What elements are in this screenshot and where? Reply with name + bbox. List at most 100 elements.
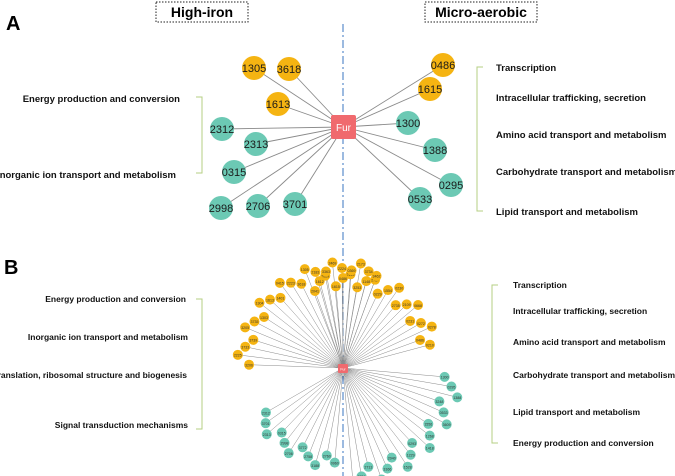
gene-node-circle	[439, 173, 463, 197]
gene-node-label: 3733	[241, 345, 249, 349]
panel-b-right-gene-node: 3609	[441, 419, 452, 430]
panel-b-left-gene-node: 2760	[321, 450, 332, 461]
gene-node-circle	[296, 278, 307, 289]
gene-node-circle	[415, 334, 426, 345]
panel-a-left-gene-node: 1305	[242, 56, 266, 80]
panel-a-edge	[233, 126, 344, 173]
gene-node-label: 2713	[364, 466, 372, 470]
panel-b-left-gene-node: 2173	[355, 258, 366, 269]
gene-node-label: 0210	[426, 343, 434, 347]
panel-a-edge	[343, 126, 421, 200]
panel-a-left-gene-node: 2706	[246, 194, 270, 218]
panel-b-right-gene-node: 0668	[413, 300, 424, 311]
panel-b-right-category: Lipid transport and metabolism	[513, 407, 640, 417]
gene-node-circle	[299, 264, 310, 275]
panel-b-edge	[326, 367, 344, 456]
panel-b-edge	[342, 367, 388, 469]
panel-a-edge	[343, 64, 444, 128]
gene-node-circle	[330, 281, 341, 292]
gene-node-circle	[405, 449, 416, 460]
gene-node-circle	[382, 463, 393, 474]
gene-node-label: 0278	[428, 325, 436, 329]
panel-b-edge	[342, 320, 411, 369]
gene-node-circle	[338, 273, 348, 283]
gene-node-label: 1612	[316, 280, 324, 284]
panel-b-right-gene-node: 1148	[361, 276, 372, 287]
panel-b-edge	[237, 354, 344, 369]
panel-b-right-bracket	[491, 284, 498, 444]
panel-b-right-gene-node: 1556	[423, 418, 434, 429]
panel-a-left-gene-node: 0315	[222, 160, 246, 184]
gene-node-circle	[371, 270, 382, 281]
panel-b-right-gene-node: 3248	[434, 396, 445, 407]
panel-b-edge	[280, 297, 344, 369]
panel-b-left-gene-node: 3739	[248, 334, 259, 345]
gene-node-circle	[356, 471, 367, 476]
panel-b-edge	[325, 271, 344, 369]
gene-node-label: 0293	[408, 442, 416, 446]
panel-b-edge	[269, 299, 344, 369]
gene-node-label: 2225	[234, 354, 242, 358]
panel-b-right-gene-node: 0278	[426, 321, 437, 332]
panel-a-left-gene-node: 2313	[244, 132, 268, 156]
panel-b-right-gene-node: 0272	[415, 318, 426, 328]
panel-b-left-gene-node: 0315	[276, 427, 287, 438]
panel-b-edge	[342, 367, 458, 398]
panel-a-left-bracket	[196, 96, 203, 174]
panel-b-left-category: Signal transduction mechanisms	[55, 420, 188, 430]
panel-b-edge	[342, 289, 389, 369]
gene-node-circle	[248, 334, 259, 345]
panel-a-right-category: Lipid transport and metabolism	[496, 207, 638, 218]
gene-node-circle	[372, 288, 383, 299]
gene-node-label: 3462	[373, 275, 381, 279]
gene-node-circle	[249, 316, 260, 327]
panel-b-edge	[342, 367, 440, 402]
panel-b-edge	[315, 271, 344, 369]
panel-a-left-gene-node: 2312	[210, 117, 234, 141]
panel-b-right-gene-node: 2735	[390, 300, 401, 311]
gene-node-circle	[244, 359, 255, 370]
panel-b-right-gene-node: 1300	[439, 371, 450, 382]
panel-b-edge	[342, 367, 452, 387]
panel-b-edge	[342, 367, 411, 455]
gene-node-label: 0486	[339, 277, 347, 281]
panel-b-edge	[290, 282, 344, 369]
panel-b-left-category: Energy production and conversion	[45, 294, 186, 304]
gene-node-circle	[361, 276, 372, 287]
gene-node-label: 3739	[249, 339, 257, 343]
panel-b-edge	[342, 367, 445, 378]
panel-b-left-gene-node: 2313	[261, 429, 272, 440]
panel-b-right-category: Energy production and conversion	[513, 438, 654, 448]
panel-b-right-gene-node: 1418	[424, 442, 435, 453]
panel-b-right-gene-node: 0210	[424, 339, 435, 350]
panel-a-left-gene-node: 3701	[283, 192, 307, 216]
panel-a-edge	[294, 126, 344, 205]
panel-b-right-gene-node: 1229	[405, 449, 416, 460]
panel-b-letter: B	[4, 257, 18, 279]
panel-b-edge	[342, 304, 407, 369]
panel-b-edge	[266, 367, 344, 435]
gene-node-label: 2998	[281, 442, 289, 446]
gene-node-circle	[277, 57, 301, 81]
panel-b-left-gene-node: 3733	[240, 341, 251, 352]
panel-b-left-gene-node: 2225	[232, 349, 243, 360]
gene-node-label: 3734	[365, 270, 373, 274]
gene-node-circle	[321, 450, 332, 461]
gene-node-label: 0295	[447, 385, 455, 389]
gene-node-circle	[242, 56, 266, 80]
panel-b-nodes: 2767373421732169222424692029218313053618…	[232, 257, 463, 476]
panel-b-right-gene-node: 1268	[424, 430, 435, 441]
panel-b-right-gene-node: 1612	[314, 276, 325, 287]
gene-node-circle	[402, 461, 413, 472]
gene-node-circle	[424, 430, 435, 441]
gene-node-circle	[413, 300, 424, 311]
gene-node-circle	[337, 263, 348, 274]
panel-b-edge	[265, 367, 344, 424]
panel-a-right-category: Amino acid transport and metabolism	[496, 130, 667, 141]
gene-node-circle	[439, 371, 450, 382]
gene-node-circle	[394, 282, 405, 293]
panel-a-right-category: Transcription	[496, 63, 556, 74]
panel-b-edge	[334, 367, 344, 463]
panel-b-right-gene-node: 0229	[372, 288, 383, 299]
panel-b-left-gene-node: 3188	[310, 460, 321, 471]
